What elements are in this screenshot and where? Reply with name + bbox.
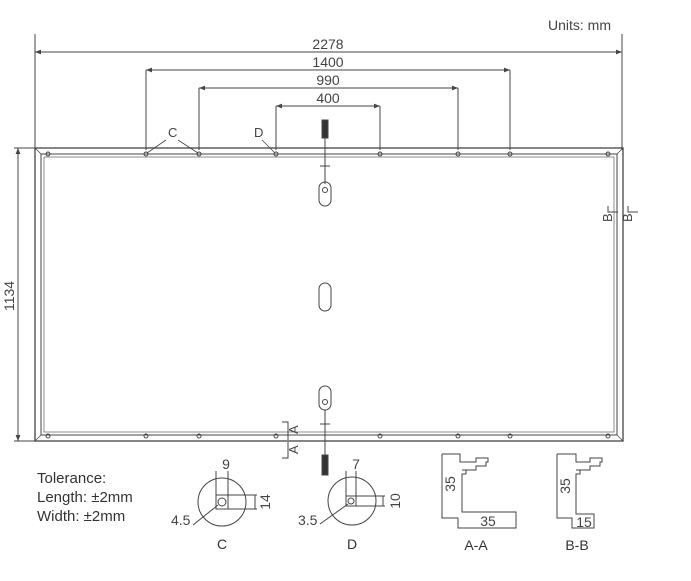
section-b-marker: [607, 206, 638, 213]
section-a-label-2: A: [286, 445, 301, 454]
dim-1400: [145, 67, 511, 150]
callout-d-leader: [261, 139, 276, 154]
detail-d: [319, 471, 385, 526]
units-label: Units: mm: [548, 17, 611, 33]
section-bb-width: 15: [576, 514, 592, 530]
junction-box-top: [318, 119, 332, 207]
dim-2278-label: 2278: [312, 36, 343, 52]
dim-990: [198, 85, 459, 150]
panel-frame: [34, 147, 624, 442]
callout-c: C: [168, 125, 177, 140]
dim-1134: [14, 147, 40, 442]
section-b-label-1: B: [600, 213, 615, 222]
mounting-holes-top: [45, 151, 611, 157]
detail-c: [192, 471, 257, 527]
mounting-holes-bottom: [45, 433, 611, 439]
detail-c-name: C: [217, 536, 227, 552]
dim-400-label: 400: [316, 90, 340, 106]
callout-c-leader-1: [146, 139, 167, 154]
detail-d-top: 7: [352, 456, 360, 472]
detail-d-side: 10: [387, 493, 403, 509]
detail-d-dia: 3.5: [298, 512, 318, 528]
junction-box-center: [318, 282, 332, 312]
section-bb-height: 35: [557, 478, 573, 494]
tolerance-width: Width: ±2mm: [37, 508, 126, 525]
section-bb-profile: [556, 453, 603, 529]
section-aa-height: 35: [442, 476, 458, 492]
tolerance-title: Tolerance:: [37, 470, 107, 487]
dim-990-label: 990: [316, 72, 340, 88]
callout-d: D: [254, 125, 263, 140]
dim-1134-label: 1134: [1, 281, 17, 311]
section-aa-name: A-A: [464, 537, 488, 553]
section-a-marker: [282, 421, 289, 459]
detail-c-top: 9: [222, 456, 230, 472]
callout-c-leader-2: [177, 139, 199, 154]
detail-d-name: D: [347, 536, 357, 552]
section-aa-profile: [441, 453, 517, 529]
tolerance-length: Length: ±2mm: [37, 489, 133, 506]
junction-box-bottom: [318, 385, 332, 476]
detail-c-dia: 4.5: [171, 512, 191, 528]
dim-400: [275, 103, 381, 150]
section-b-label-2: B: [620, 213, 635, 222]
detail-c-side: 14: [257, 494, 273, 510]
section-aa-width: 35: [480, 513, 496, 529]
section-a-label-1: A: [286, 425, 301, 434]
dim-1400-label: 1400: [312, 54, 343, 70]
dim-2278: [34, 34, 623, 150]
section-bb-name: B-B: [565, 537, 588, 553]
